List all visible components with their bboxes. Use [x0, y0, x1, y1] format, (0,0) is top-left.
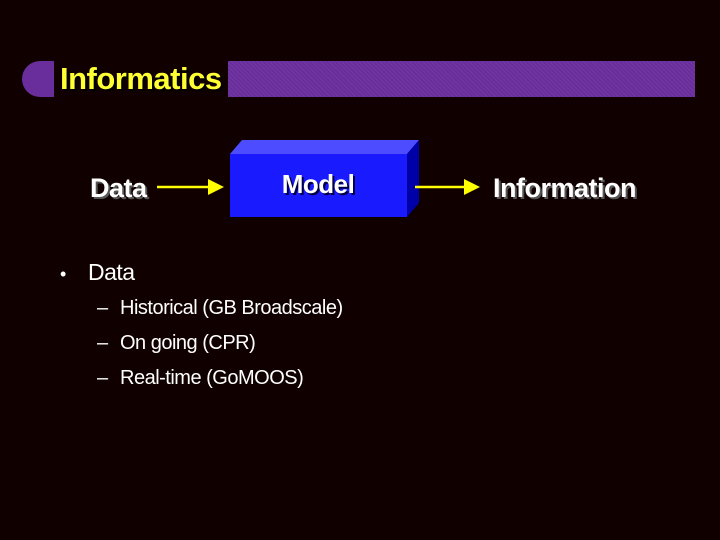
model-box: [230, 140, 419, 217]
bullet-item-label: Data: [88, 259, 135, 285]
sub-bullet-label: Real-time (GoMOOS): [120, 367, 304, 389]
diagram-input-label: Data: [90, 173, 147, 203]
arrow-right-icon-input: [157, 179, 224, 195]
slide-title: Informatics: [60, 61, 222, 96]
title-bar-cap: [22, 61, 54, 97]
diagram-model-label: Model: [281, 169, 355, 199]
bullet-dot-icon: •: [60, 264, 66, 284]
sub-bullet-label: Historical (GB Broadscale): [120, 297, 343, 319]
arrow-right-icon-output: [415, 179, 480, 195]
sub-bullet-item: –On going (CPR): [97, 330, 256, 356]
dash-icon: –: [97, 367, 108, 389]
title-bar-decoration: [228, 61, 695, 97]
dash-icon: –: [97, 332, 108, 354]
sub-bullet-item: –Historical (GB Broadscale): [97, 295, 343, 321]
bullet-item: • Data: [60, 257, 135, 289]
dash-icon: –: [97, 297, 108, 319]
sub-bullet-item: –Real-time (GoMOOS): [97, 365, 304, 391]
diagram-output-label: Information: [493, 173, 637, 203]
sub-bullet-label: On going (CPR): [120, 332, 256, 354]
